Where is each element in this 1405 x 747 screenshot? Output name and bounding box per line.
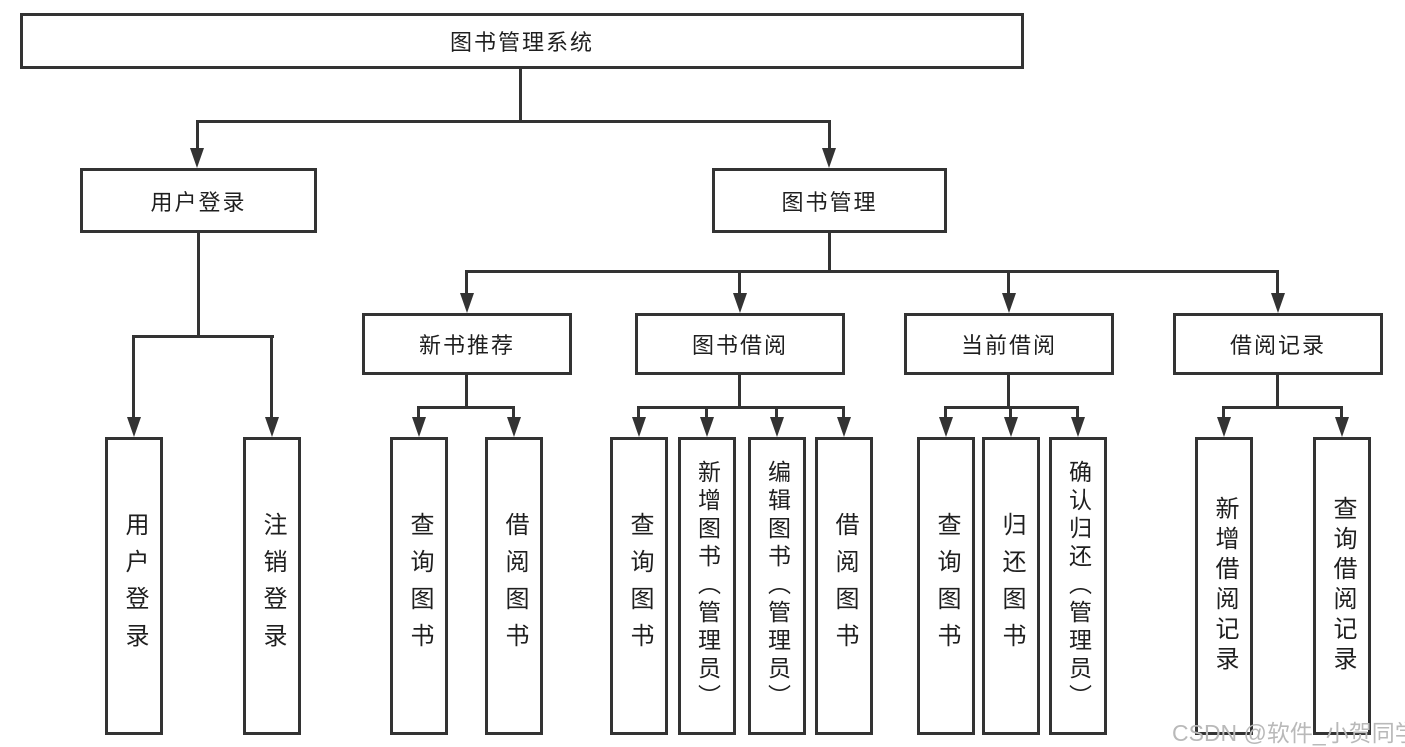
- leaf-cb-query-books: 查询图书: [917, 437, 975, 735]
- arrow-down-icon: [265, 417, 279, 437]
- leaf-nb-query-books-label: 查询图书: [406, 512, 433, 660]
- leaf-nb-query-books: 查询图书: [390, 437, 448, 735]
- leaf-logout: 注销登录: [243, 437, 301, 735]
- leaf-br-add-record-label: 新增借阅记录: [1211, 496, 1238, 676]
- arrow-down-icon: [412, 417, 426, 437]
- arrow-down-icon: [770, 417, 784, 437]
- node-root-label: 图书管理系统: [449, 30, 594, 55]
- leaf-bb-add-books-admin-label: 新增图书（管理员）: [694, 460, 721, 712]
- connector-vline: [132, 335, 135, 421]
- arrow-down-icon: [1004, 417, 1018, 437]
- connector-hline: [417, 406, 515, 409]
- connector-vline: [465, 375, 468, 409]
- leaf-bb-edit-books-admin: 编辑图书（管理员）: [748, 437, 806, 735]
- node-new-book-rec: 新书推荐: [362, 313, 572, 375]
- connector-hline: [465, 270, 1279, 273]
- leaf-bb-edit-books-admin-label: 编辑图书（管理员）: [764, 460, 791, 712]
- node-root: 图书管理系统: [20, 13, 1024, 69]
- connector-vline: [775, 406, 778, 421]
- connector-vline: [738, 375, 741, 409]
- arrow-down-icon: [733, 293, 747, 313]
- arrow-down-icon: [1071, 417, 1085, 437]
- leaf-bb-add-books-admin: 新增图书（管理员）: [678, 437, 736, 735]
- leaf-user-login: 用户登录: [105, 437, 163, 735]
- node-book-borrow-label: 图书借阅: [691, 333, 788, 358]
- node-current-borrow: 当前借阅: [904, 313, 1114, 375]
- connector-vline: [465, 270, 468, 297]
- connector-vline: [637, 406, 640, 421]
- watermark: CSDN @软件_小贺同学: [1172, 720, 1405, 746]
- arrow-down-icon: [822, 148, 836, 168]
- arrow-down-icon: [127, 417, 141, 437]
- leaf-br-query-record: 查询借阅记录: [1313, 437, 1371, 735]
- leaf-bb-borrow-books: 借阅图书: [815, 437, 873, 735]
- connector-vline: [828, 120, 831, 152]
- connector-hline: [132, 335, 274, 338]
- leaf-cb-query-books-label: 查询图书: [933, 512, 960, 660]
- connector-vline: [197, 233, 200, 338]
- node-borrow-records: 借阅记录: [1173, 313, 1383, 375]
- connector-vline: [1007, 270, 1010, 297]
- node-user-login-label: 用户登录: [150, 189, 247, 215]
- node-borrow-records-label: 借阅记录: [1229, 333, 1326, 358]
- connector-hline: [197, 120, 831, 123]
- connector-hline: [1222, 406, 1343, 409]
- node-book-mgmt-label: 图书管理: [781, 189, 878, 215]
- connector-vline: [1222, 406, 1225, 421]
- leaf-user-login-label: 用户登录: [121, 512, 148, 660]
- leaf-nb-borrow-books-label: 借阅图书: [501, 512, 528, 660]
- arrow-down-icon: [460, 293, 474, 313]
- connector-vline: [1276, 375, 1279, 409]
- leaf-cb-confirm-return-admin-label: 确认归还（管理员）: [1065, 460, 1092, 712]
- leaf-br-add-record: 新增借阅记录: [1195, 437, 1253, 735]
- connector-vline: [1007, 375, 1010, 409]
- connector-vline: [842, 406, 845, 421]
- leaf-bb-borrow-books-label: 借阅图书: [831, 512, 858, 660]
- connector-vline: [705, 406, 708, 421]
- arrow-down-icon: [632, 417, 646, 437]
- arrow-down-icon: [1335, 417, 1349, 437]
- connector-vline: [512, 406, 515, 421]
- leaf-cb-return-books: 归还图书: [982, 437, 1040, 735]
- node-new-book-rec-label: 新书推荐: [418, 333, 515, 358]
- leaf-logout-label: 注销登录: [259, 512, 286, 660]
- arrow-down-icon: [1217, 417, 1231, 437]
- connector-vline: [828, 233, 831, 273]
- connector-hline: [637, 406, 845, 409]
- connector-vline: [1276, 270, 1279, 297]
- connector-vline: [1009, 406, 1012, 421]
- connector-vline: [196, 120, 199, 152]
- leaf-cb-return-books-label: 归还图书: [998, 512, 1025, 660]
- leaf-cb-confirm-return-admin: 确认归还（管理员）: [1049, 437, 1107, 735]
- arrow-down-icon: [190, 148, 204, 168]
- node-user-login: 用户登录: [80, 168, 317, 233]
- connector-vline: [270, 335, 273, 421]
- node-current-borrow-label: 当前借阅: [960, 333, 1057, 358]
- arrow-down-icon: [507, 417, 521, 437]
- connector-vline: [1076, 406, 1079, 421]
- node-book-mgmt: 图书管理: [712, 168, 947, 233]
- node-book-borrow: 图书借阅: [635, 313, 845, 375]
- connector-vline: [944, 406, 947, 421]
- arrow-down-icon: [939, 417, 953, 437]
- connector-vline: [738, 270, 741, 297]
- leaf-br-query-record-label: 查询借阅记录: [1329, 496, 1356, 676]
- leaf-nb-borrow-books: 借阅图书: [485, 437, 543, 735]
- leaf-bb-query-books-label: 查询图书: [626, 512, 653, 660]
- arrow-down-icon: [1271, 293, 1285, 313]
- leaf-bb-query-books: 查询图书: [610, 437, 668, 735]
- arrow-down-icon: [837, 417, 851, 437]
- arrow-down-icon: [1002, 293, 1016, 313]
- connector-vline: [417, 406, 420, 421]
- connector-vline: [519, 69, 522, 123]
- arrow-down-icon: [700, 417, 714, 437]
- connector-vline: [1340, 406, 1343, 421]
